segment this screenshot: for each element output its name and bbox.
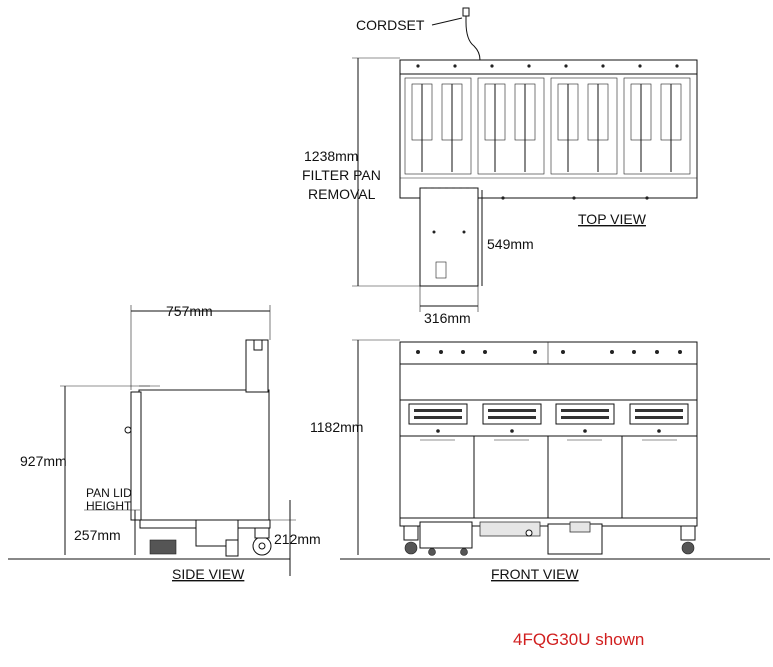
dim-1182-label: 1182mm [310, 419, 363, 435]
front-view [352, 339, 698, 556]
top-view [352, 7, 698, 312]
dim-549-label: 549mm [487, 236, 534, 252]
cordset-plug [462, 7, 470, 17]
removal-label: REMOVAL [308, 186, 376, 202]
filter-pan-label: FILTER PAN [302, 167, 381, 183]
side-body [138, 389, 270, 521]
cordset-leader [431, 17, 463, 26]
front-filter-pan [419, 521, 473, 549]
cordset-cable [465, 12, 481, 61]
side-view-title: SIDE VIEW [172, 566, 245, 582]
side-view [60, 305, 296, 576]
top-view-title: TOP VIEW [578, 211, 647, 227]
pan-lid-label: PAN LID [86, 486, 132, 500]
top-view-backsplash [399, 59, 698, 75]
front-backsplash [399, 341, 698, 365]
model-note: 4FQG30U shown [513, 630, 644, 649]
front-controllers [408, 403, 689, 433]
dim-927-label: 927mm [20, 453, 67, 469]
height-label: HEIGHT [86, 499, 132, 513]
front-doors [399, 435, 698, 519]
dim-757-label: 757mm [166, 303, 213, 319]
filter-pan-dim-value: 1238mm [304, 148, 358, 164]
filter-pan [419, 187, 479, 287]
dim-316-label: 316mm [424, 310, 471, 326]
front-view-title: FRONT VIEW [491, 566, 579, 582]
top-view-vats [404, 77, 691, 175]
dim-257-label: 257mm [74, 527, 121, 543]
dim-212-label: 212mm [274, 531, 321, 547]
cordset-label: CORDSET [356, 17, 425, 33]
top-view-body [399, 73, 698, 199]
